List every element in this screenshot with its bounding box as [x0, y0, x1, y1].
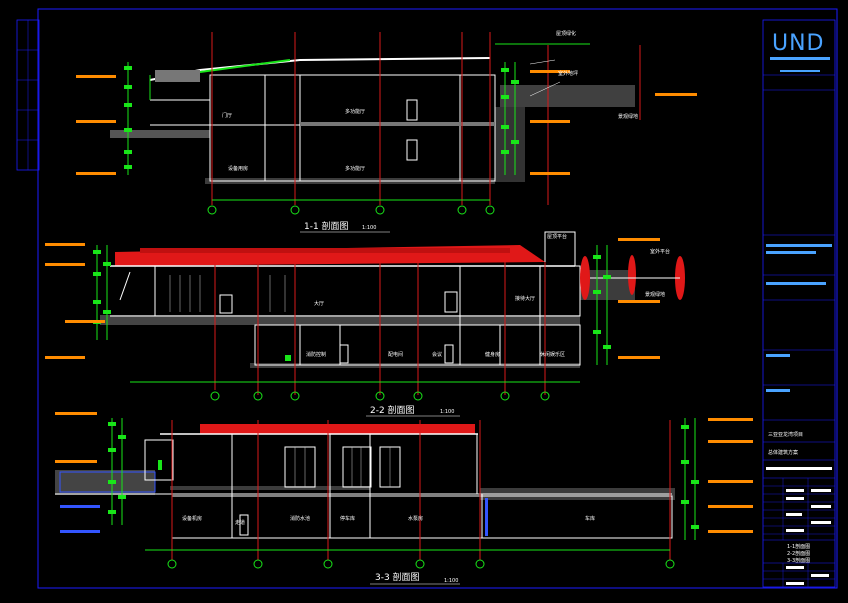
room-label: 多功能厅 [345, 165, 365, 172]
room-label: 消防控制 [306, 351, 326, 358]
annotation: 景观绿地 [618, 113, 638, 120]
annotation: 景观绿地 [645, 291, 665, 298]
room-label: 休闲娱乐区 [540, 351, 565, 358]
room-label: 设备机房 [182, 515, 202, 522]
annotation: 室外平台 [650, 248, 670, 255]
sheet-border [37, 8, 838, 589]
section-caption: 2-2 剖面图 [370, 404, 415, 416]
drawing-name: 总体建筑方案 [768, 449, 798, 456]
drawing-list-item: 2-2剖面图 [787, 550, 810, 557]
room-label: 配电间 [388, 351, 403, 358]
section-scale: 1:100 [444, 578, 458, 584]
annotation: 屋顶绿化 [556, 30, 576, 37]
level-marks [76, 70, 697, 175]
room-label: 接待大厅 [515, 295, 535, 302]
room-label: 会议 [432, 351, 442, 358]
room-label: 多功能厅 [345, 108, 365, 115]
logo-subtitle-bar [770, 57, 830, 60]
binding-strip-lines [17, 20, 39, 170]
section-3-3: 设备机房 走道 消防水池 停车库 水泵房 车库 3-3 剖面图 1:100 [55, 412, 753, 585]
room-label: 水泵房 [408, 515, 423, 522]
section-caption: 1-1 剖面图 [304, 220, 349, 232]
section-caption: 3-3 剖面图 [375, 571, 420, 583]
room-label: 健身房 [485, 351, 500, 358]
company-logo: UND [772, 31, 825, 56]
room-label: 大厅 [314, 300, 324, 307]
room-label: 设备用房 [228, 165, 248, 172]
room-label: 走道 [235, 519, 245, 526]
title-block: UND 三亚亚龙湾项目 总体建筑方案 1-1剖面图 2-2剖面图 3-3剖面图 [762, 19, 836, 588]
drawing-list-item: 1-1剖面图 [787, 543, 810, 550]
room-label: 门厅 [222, 112, 232, 119]
room-label: 消防水池 [290, 515, 310, 522]
annotation: 屋顶平台 [547, 233, 567, 240]
red-roof [200, 424, 475, 434]
red-piles [580, 255, 685, 300]
section-2-2: 大厅 接待大厅 消防控制 配电间 会议 健身房 休闲娱乐区 屋顶平台 室外平台 … [45, 231, 685, 417]
grid-axis-markers [207, 205, 495, 215]
annotation: 室外地坪 [558, 70, 578, 77]
section-1-1: 门厅 多功能厅 设备用房 多功能厅 屋顶绿化 室外地坪 景观绿地 1-1 剖面图… [76, 30, 697, 233]
project-name: 三亚亚龙湾项目 [768, 431, 803, 438]
room-label: 停车库 [340, 515, 355, 522]
drawing-list-item: 3-3剖面图 [787, 557, 810, 564]
section-scale: 1:100 [362, 225, 376, 231]
section-scale: 1:100 [440, 409, 454, 415]
room-label: 车库 [585, 515, 595, 522]
